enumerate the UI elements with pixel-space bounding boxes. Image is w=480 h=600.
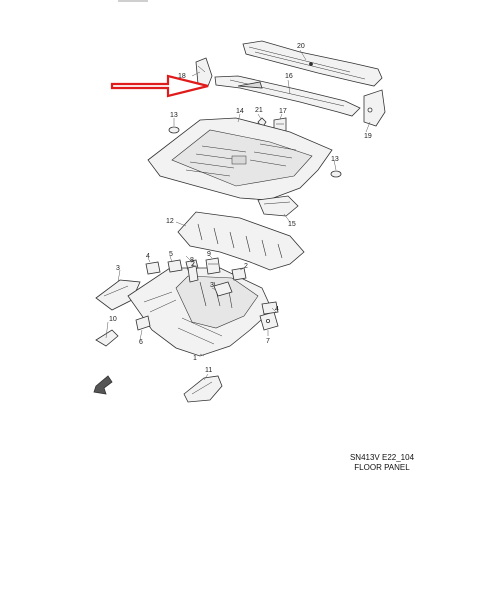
callout-12: 12 <box>166 218 174 225</box>
callout-5: 5 <box>169 251 173 258</box>
part-20-rear-panel <box>242 40 383 87</box>
callout-2-center: 2 <box>191 261 195 268</box>
part-14-rear-floor-panel <box>147 117 333 201</box>
part-5-bracket <box>167 259 183 273</box>
part-13-plug-right <box>330 170 342 178</box>
callout-21: 21 <box>255 107 263 114</box>
part-16-rear-member <box>214 75 361 117</box>
callout-2-right: 2 <box>244 263 248 270</box>
part-1-front-floor-panel <box>127 267 273 357</box>
callout-10: 10 <box>109 316 117 323</box>
callout-17: 17 <box>279 108 287 115</box>
part-6-bracket <box>135 315 151 331</box>
part-3-side-member-right <box>213 281 233 297</box>
part-15-cross-member <box>257 195 299 217</box>
callout-18: 18 <box>178 73 186 80</box>
callout-4-right: 4 <box>275 306 279 313</box>
top-cropped-text <box>118 0 148 2</box>
callout-14: 14 <box>236 108 244 115</box>
callout-4-left: 4 <box>146 253 150 260</box>
part-18-left-bracket <box>195 57 213 87</box>
callout-13-left: 13 <box>170 112 178 119</box>
callout-9: 9 <box>207 251 211 258</box>
callout-3-right: 3 <box>210 282 214 289</box>
callout-7: 7 <box>266 338 270 345</box>
callout-13-right: 13 <box>331 156 339 163</box>
part-11-front-reinforcement <box>183 375 223 403</box>
part-13-plug-left <box>168 126 180 134</box>
part-8-bracket <box>187 265 199 283</box>
callout-20: 20 <box>297 43 305 50</box>
part-10-gusset <box>95 329 119 347</box>
callout-8: 8 <box>190 257 194 264</box>
callout-3-left: 3 <box>116 265 120 272</box>
part-9-bracket <box>205 257 221 275</box>
leader-lines <box>105 49 371 381</box>
highlight-arrow <box>110 74 209 98</box>
part-2-bracket-right <box>231 267 247 281</box>
diagram-title: FLOOR PANEL <box>354 463 410 472</box>
callout-19: 19 <box>364 133 372 140</box>
callout-16: 16 <box>285 73 293 80</box>
diagram-code: SN413V E22_104 <box>349 453 415 462</box>
front-direction-arrow-icon <box>93 375 113 395</box>
callout-11: 11 <box>205 367 212 374</box>
callout-15: 15 <box>288 221 296 228</box>
part-4-bracket-right <box>261 301 279 315</box>
callout-6: 6 <box>139 339 143 346</box>
part-19-right-bracket <box>363 89 386 127</box>
part-4-bracket-left <box>145 261 161 275</box>
part-12-rear-cross-member <box>177 211 305 271</box>
callout-1: 1 <box>193 355 197 362</box>
